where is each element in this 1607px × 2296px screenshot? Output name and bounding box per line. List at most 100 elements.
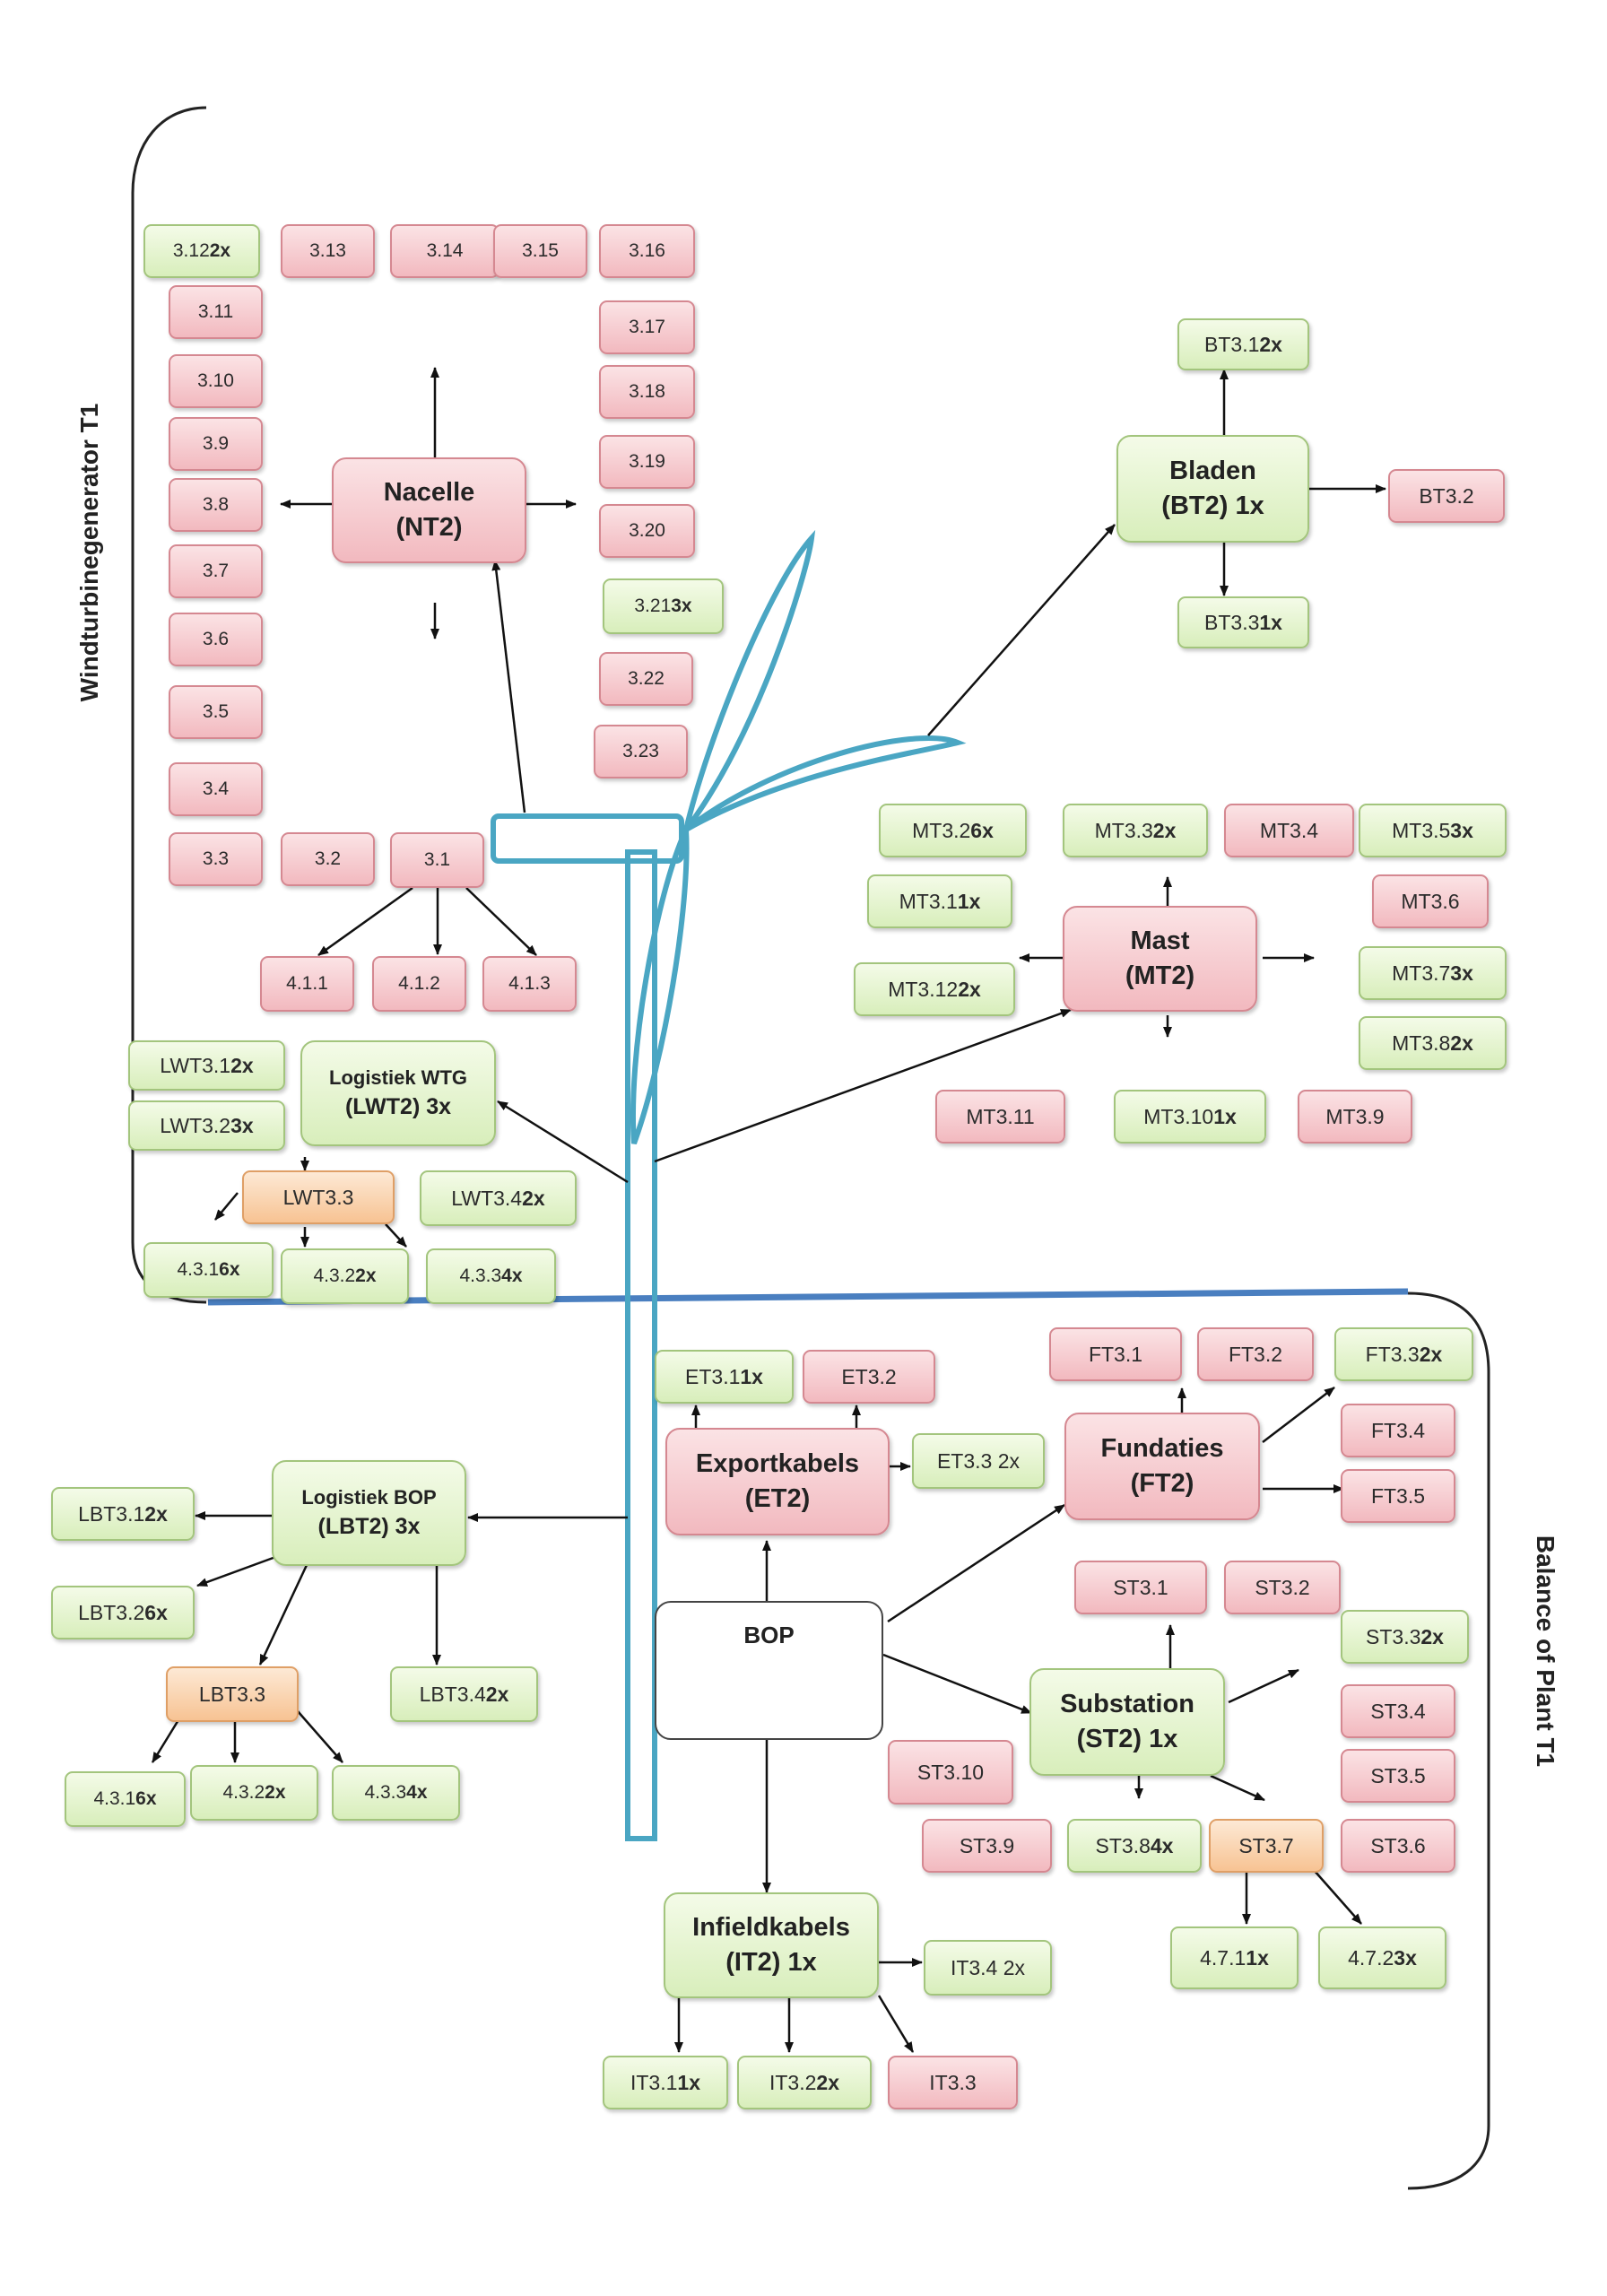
node-st3-2[interactable]: ST3.2 (1224, 1561, 1341, 1614)
node-3-22[interactable]: 3.22 (599, 652, 693, 706)
node-3-4-label: 3.4 (202, 778, 230, 799)
node-3-9[interactable]: 3.9 (169, 417, 263, 471)
node-ft3-3[interactable]: FT3.3 2x (1334, 1327, 1473, 1381)
node-mt3-9-label: MT3.9 (1325, 1104, 1385, 1128)
node-mt3-5[interactable]: MT3.5 3x (1359, 804, 1507, 857)
node-ft3-1[interactable]: FT3.1 (1049, 1327, 1182, 1381)
node-mt3-6[interactable]: MT3.6 (1372, 874, 1489, 928)
node-bop[interactable]: BOP (655, 1601, 883, 1740)
node-bt3-1[interactable]: BT3.1 2x (1177, 318, 1309, 370)
node-3-2[interactable]: 3.2 (281, 832, 375, 886)
node-st3-3[interactable]: ST3.3 2x (1341, 1610, 1469, 1664)
node-it3-4[interactable]: IT3.4 2x (924, 1940, 1052, 1996)
node-3-10[interactable]: 3.10 (169, 354, 263, 408)
node-3-14[interactable]: 3.14 (390, 224, 499, 278)
node-mt3-2[interactable]: MT3.2 6x (879, 804, 1027, 857)
node-substation[interactable]: Substation (ST2) 1x (1029, 1668, 1225, 1776)
node-3-7[interactable]: 3.7 (169, 544, 263, 598)
node-lbt3-4[interactable]: LBT3.4 2x (390, 1666, 538, 1722)
node-bt3-1-qty: 2x (1259, 332, 1282, 356)
node-st3-5[interactable]: ST3.5 (1341, 1749, 1455, 1803)
node-3-13[interactable]: 3.13 (281, 224, 375, 278)
node-st3-10[interactable]: ST3.10 (888, 1740, 1013, 1805)
node-4-1-2[interactable]: 4.1.2 (372, 956, 466, 1012)
node-3-18[interactable]: 3.18 (599, 365, 695, 419)
node-mt3-9[interactable]: MT3.9 (1298, 1090, 1412, 1144)
node-st3-3-qty: 2x (1420, 1624, 1444, 1648)
node-lwt3-3[interactable]: LWT3.3 (242, 1170, 395, 1224)
node-3-8[interactable]: 3.8 (169, 478, 263, 532)
node-3-12[interactable]: 3.12 2x (143, 224, 260, 278)
node-ft3-2[interactable]: FT3.2 (1197, 1327, 1314, 1381)
node-st3-9[interactable]: ST3.9 (922, 1819, 1052, 1873)
node-mt3-8[interactable]: MT3.8 2x (1359, 1016, 1507, 1070)
node-3-1[interactable]: 3.1 (390, 832, 484, 888)
node-3-3[interactable]: 3.3 (169, 832, 263, 886)
node-st3-1[interactable]: ST3.1 (1074, 1561, 1207, 1614)
node-3-11[interactable]: 3.11 (169, 285, 263, 339)
node-nacelle[interactable]: Nacelle (NT2) (332, 457, 526, 563)
node-ft3-5[interactable]: FT3.5 (1341, 1469, 1455, 1523)
node-mt3-1[interactable]: MT3.1 1x (867, 874, 1012, 928)
node-it3-3-label: IT3.3 (929, 2070, 977, 2094)
node-lwt3-2[interactable]: LWT3.2 3x (128, 1100, 285, 1151)
node-wtg-4-3-2[interactable]: 4.3.2 2x (281, 1248, 409, 1304)
node-wtg-4-3-3-qty: 4x (501, 1265, 523, 1286)
node-3-19[interactable]: 3.19 (599, 435, 695, 489)
node-ft3-4[interactable]: FT3.4 (1341, 1404, 1455, 1457)
node-bladen[interactable]: Bladen (BT2) 1x (1116, 435, 1309, 543)
node-bop-4-3-3[interactable]: 4.3.3 4x (332, 1765, 460, 1821)
node-ft3-4-label: FT3.4 (1370, 1418, 1426, 1442)
node-it3-1[interactable]: IT3.1 1x (603, 2056, 728, 2109)
node-fundaties[interactable]: Fundaties (FT2) (1064, 1413, 1260, 1520)
node-4-1-1[interactable]: 4.1.1 (260, 956, 354, 1012)
node-mt3-11[interactable]: MT3.11 (935, 1090, 1065, 1144)
node-mt3-3[interactable]: MT3.3 2x (1063, 804, 1208, 857)
node-bop-4-3-2[interactable]: 4.3.2 2x (190, 1765, 318, 1821)
node-lbt3-3[interactable]: LBT3.3 (166, 1666, 299, 1722)
node-3-17-label: 3.17 (629, 316, 665, 337)
node-3-5-label: 3.5 (202, 700, 230, 722)
node-3-20[interactable]: 3.20 (599, 504, 695, 558)
node-3-15[interactable]: 3.15 (493, 224, 587, 278)
node-3-4[interactable]: 3.4 (169, 762, 263, 816)
node-st3-4[interactable]: ST3.4 (1341, 1684, 1455, 1738)
node-3-21[interactable]: 3.21 3x (603, 578, 724, 634)
node-it3-3[interactable]: IT3.3 (888, 2056, 1018, 2109)
node-et3-3[interactable]: ET3.3 2x (912, 1433, 1045, 1489)
node-mt3-12[interactable]: MT3.12 2x (854, 962, 1015, 1016)
node-mt3-7[interactable]: MT3.7 3x (1359, 946, 1507, 1000)
node-3-5[interactable]: 3.5 (169, 685, 263, 739)
node-exportkabels[interactable]: Exportkabels (ET2) (665, 1428, 890, 1535)
node-st3-8[interactable]: ST3.8 4x (1067, 1819, 1202, 1873)
node-st3-6[interactable]: ST3.6 (1341, 1819, 1455, 1873)
node-infieldkabels[interactable]: Infieldkabels (IT2) 1x (664, 1892, 879, 1998)
node-wtg-4-3-3[interactable]: 4.3.3 4x (426, 1248, 556, 1304)
node-4-7-1[interactable]: 4.7.1 1x (1170, 1926, 1299, 1989)
node-logistiek-bop[interactable]: Logistiek BOP (LBT2) 3x (272, 1460, 466, 1566)
node-bt3-3[interactable]: BT3.3 1x (1177, 596, 1309, 648)
node-logistiek-wtg[interactable]: Logistiek WTG (LWT2) 3x (300, 1040, 496, 1146)
node-st3-7[interactable]: ST3.7 (1209, 1819, 1324, 1873)
node-bop-4-3-1[interactable]: 4.3.1 6x (65, 1771, 186, 1827)
node-lbt3-1[interactable]: LBT3.1 2x (51, 1487, 195, 1541)
node-mt3-10[interactable]: MT3.10 1x (1114, 1090, 1266, 1144)
node-4-7-2[interactable]: 4.7.2 3x (1318, 1926, 1446, 1989)
node-wtg-4-3-1[interactable]: 4.3.1 6x (143, 1242, 274, 1298)
node-3-23[interactable]: 3.23 (594, 725, 688, 778)
node-3-17[interactable]: 3.17 (599, 300, 695, 354)
node-lwt3-4[interactable]: LWT3.4 2x (420, 1170, 577, 1226)
node-3-6[interactable]: 3.6 (169, 613, 263, 666)
node-3-16[interactable]: 3.16 (599, 224, 695, 278)
node-it3-2[interactable]: IT3.2 2x (737, 2056, 872, 2109)
node-et3-2[interactable]: ET3.2 (803, 1350, 935, 1404)
node-mast[interactable]: Mast (MT2) (1063, 906, 1257, 1012)
node-4-1-3[interactable]: 4.1.3 (482, 956, 577, 1012)
node-exportkabels-title: Exportkabels (695, 1448, 860, 1478)
node-lbt3-2[interactable]: LBT3.2 6x (51, 1586, 195, 1639)
node-lwt3-1[interactable]: LWT3.1 2x (128, 1040, 285, 1091)
node-bt3-2[interactable]: BT3.2 (1388, 469, 1505, 523)
node-et3-1[interactable]: ET3.1 1x (655, 1350, 794, 1404)
node-logistiek-wtg-code: (LWT2) 3x (344, 1094, 452, 1120)
node-mt3-4[interactable]: MT3.4 (1224, 804, 1354, 857)
